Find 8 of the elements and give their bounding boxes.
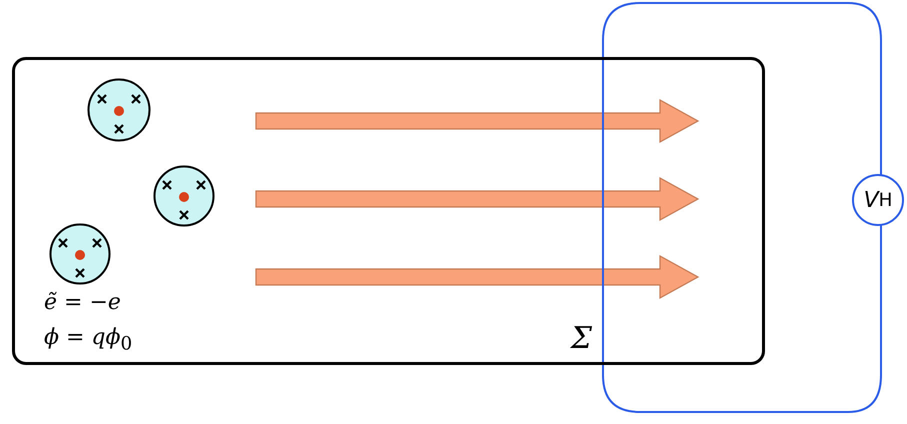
formula-label: ẽ = −e (44, 290, 121, 315)
quasiparticle-drawing (49, 223, 111, 285)
quasiparticle-drawing (87, 78, 151, 142)
circuit-wire (602, 2, 882, 413)
region-box (12, 57, 765, 365)
formula-label: ϕ = qϕ$_{0}$ (44, 325, 132, 354)
quasiparticle-drawing (153, 165, 215, 227)
sigma-label: Σ (570, 324, 592, 354)
